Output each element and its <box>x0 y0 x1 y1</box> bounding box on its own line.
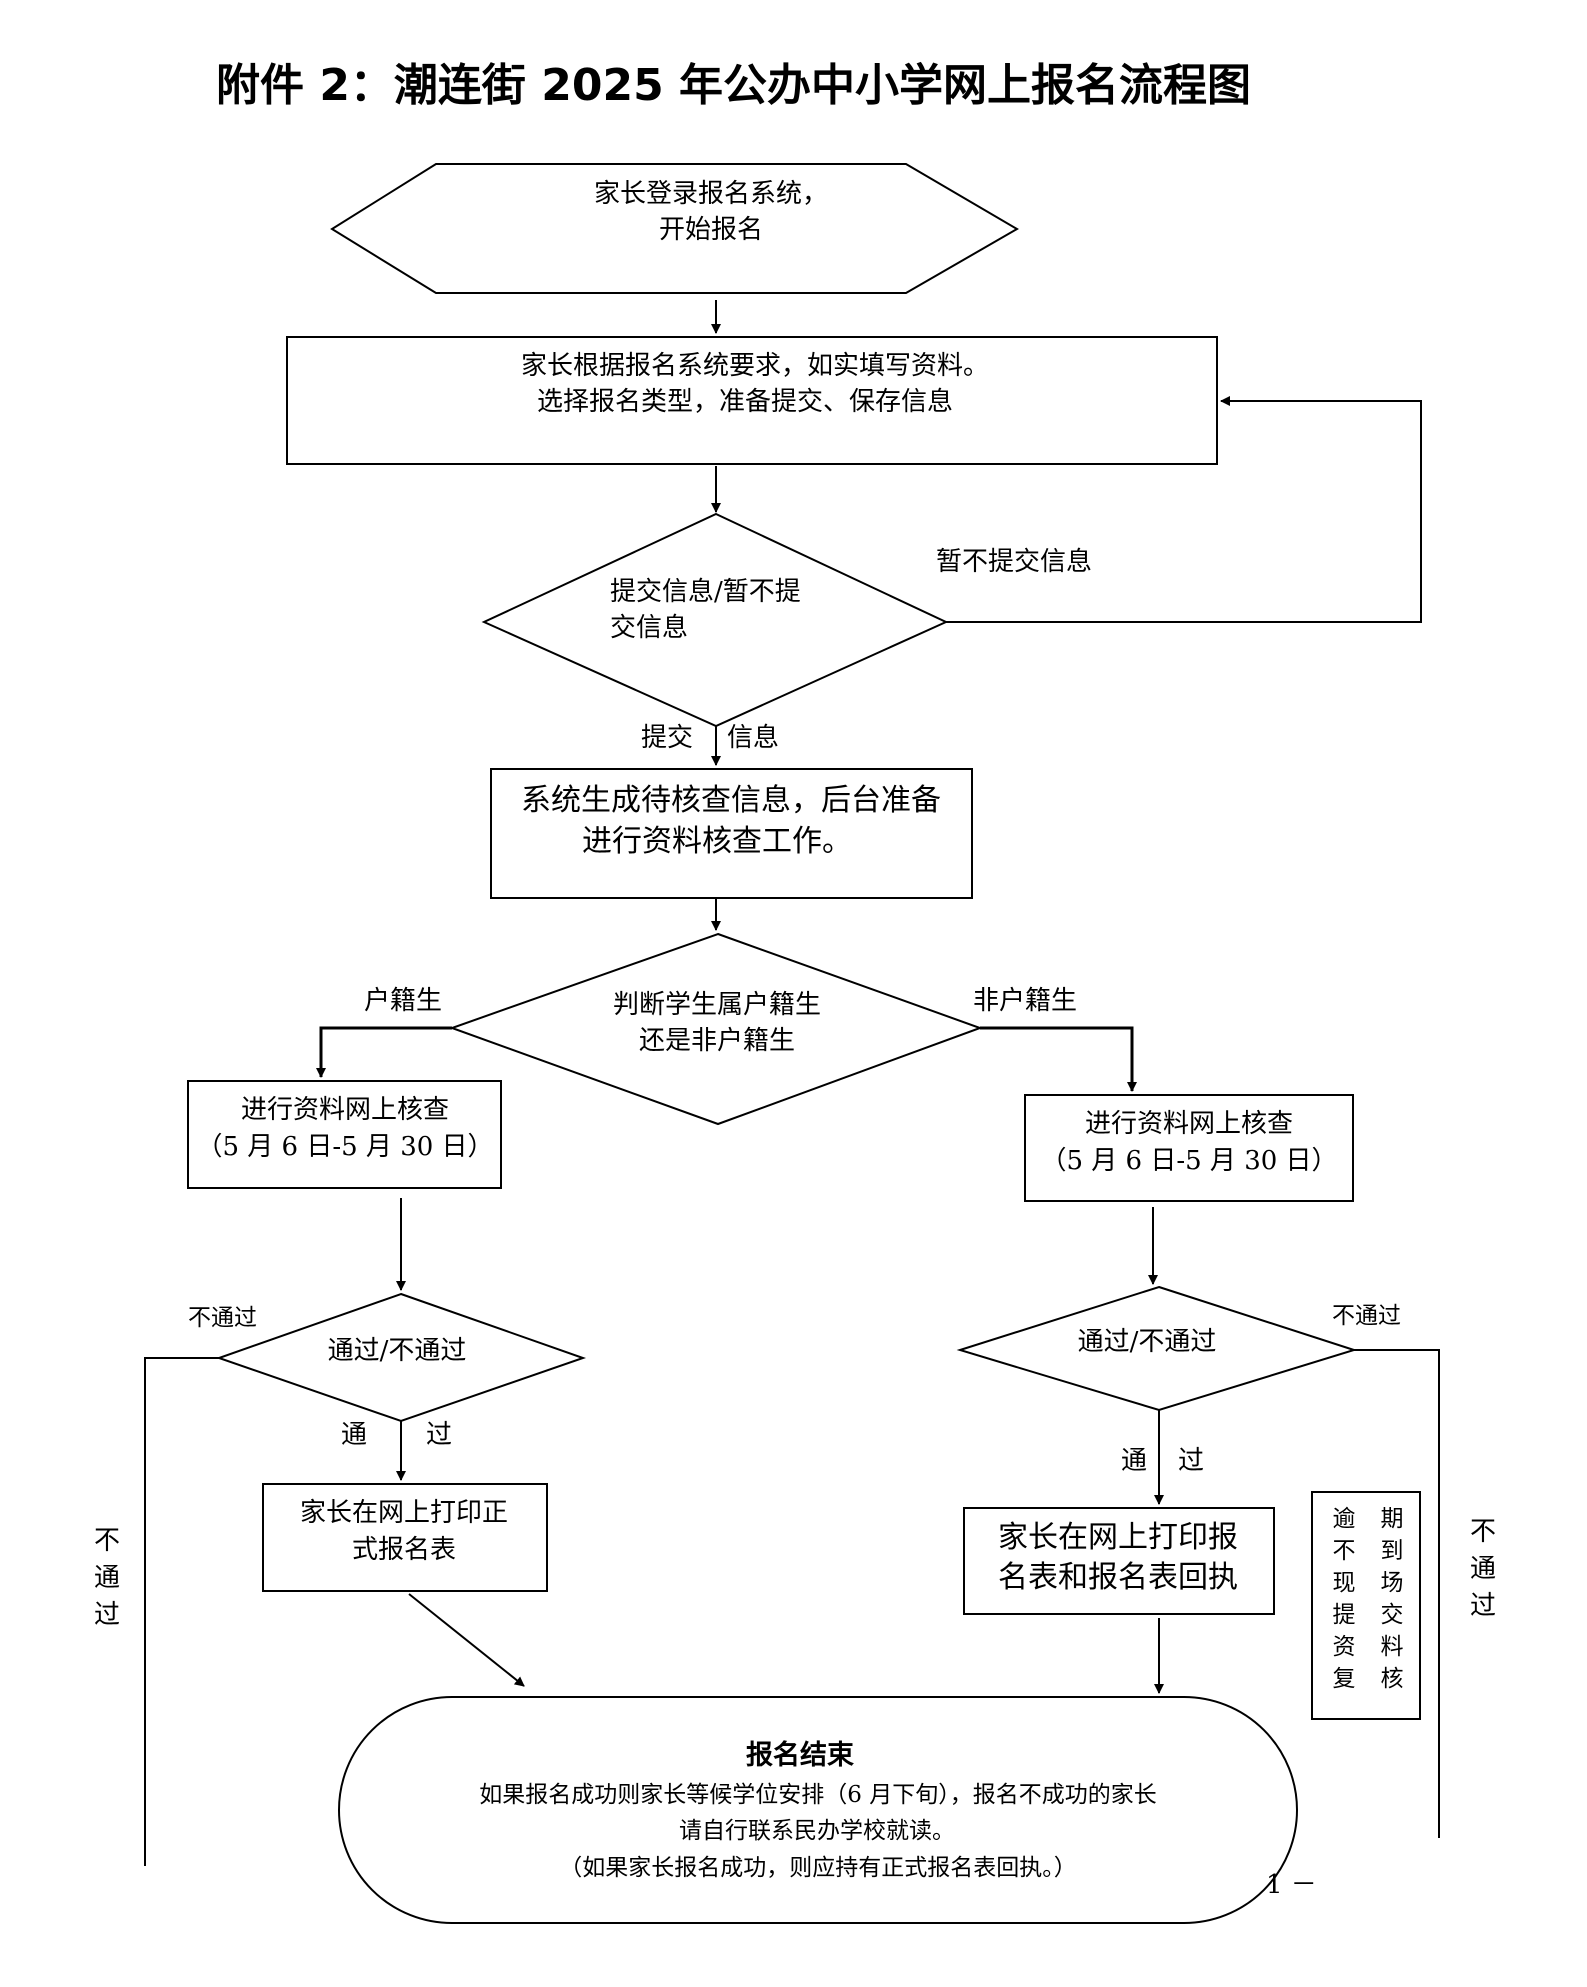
overdue-char-11: 复 <box>1333 1666 1356 1692</box>
page-title: 附件 2：潮连街 2025 年公办中小学网上报名流程图 <box>216 60 1251 111</box>
print-right-line-2: 名表和报名表回执 <box>998 1560 1238 1595</box>
print-left-line-2: 式报名表 <box>352 1535 456 1565</box>
start-line-2: 开始报名 <box>659 215 763 245</box>
arrow-huji-branch <box>316 1026 452 1078</box>
end-line-3: （如果家长报名成功，则应持有正式报名表回执。） <box>559 1855 1077 1881</box>
label-fail-left-small: 不通过 <box>188 1305 257 1331</box>
print-left-box <box>262 1483 548 1592</box>
overdue-char-12: 核 <box>1381 1666 1404 1692</box>
line-fail-left <box>144 1357 219 1866</box>
label-feihuji: 非户籍生 <box>973 986 1077 1016</box>
print-right-box <box>963 1507 1275 1615</box>
overdue-char-8: 交 <box>1381 1602 1404 1628</box>
submit-decision-line-1: 提交信息/暂不提 <box>610 577 801 607</box>
label-huji: 户籍生 <box>364 986 442 1016</box>
generate-line-1: 系统生成待核查信息，后台准备 <box>521 783 941 818</box>
label-pass-left-a: 通 <box>341 1420 367 1450</box>
submit-decision-line-2: 交信息 <box>610 613 688 643</box>
label-fail-right-vert-1: 不 <box>1470 1517 1496 1547</box>
overdue-char-1: 逾 <box>1333 1506 1356 1532</box>
type-decision-line-2: 还是非户籍生 <box>639 1026 795 1056</box>
type-decision-line-1: 判断学生属户籍生 <box>613 990 821 1020</box>
check-right-box <box>1024 1094 1354 1202</box>
overdue-char-6: 场 <box>1381 1570 1404 1596</box>
overdue-box <box>1311 1491 1421 1720</box>
generate-line-2: 进行资料核查工作。 <box>582 824 852 859</box>
print-left-line-1: 家长在网上打印正 <box>300 1498 508 1528</box>
label-pass-right-a: 通 <box>1121 1446 1147 1476</box>
arrow-not-submit-loop <box>946 396 1422 623</box>
submit-decision-diamond <box>481 512 949 728</box>
label-fail-right-vert-3: 过 <box>1470 1591 1496 1621</box>
type-decision-diamond <box>449 932 983 1126</box>
fill-info-box <box>286 336 1218 465</box>
label-pass-right-b: 过 <box>1178 1446 1204 1476</box>
check-right-line-1: 进行资料网上核查 <box>1085 1109 1293 1139</box>
label-fail-left-vert-2: 通 <box>94 1563 120 1593</box>
pass-left-label: 通过/不通过 <box>328 1336 467 1366</box>
check-right-line-2: （5 月 6 日-5 月 30 日） <box>1040 1146 1337 1176</box>
end-terminator <box>338 1696 1298 1924</box>
check-left-line-2: （5 月 6 日-5 月 30 日） <box>196 1132 493 1162</box>
pass-right-label: 通过/不通过 <box>1078 1327 1217 1357</box>
end-line-1: 如果报名成功则家长等候学位安排（6 月下旬），报名不成功的家长 <box>479 1782 1156 1808</box>
arrow-print-left-to-end <box>408 1593 525 1687</box>
label-submit-a: 提交 <box>641 723 693 753</box>
line-fail-right <box>1354 1349 1440 1838</box>
label-pass-left-b: 过 <box>426 1420 452 1450</box>
check-left-box <box>187 1080 502 1189</box>
end-title: 报名结束 <box>746 1739 854 1771</box>
overdue-char-7: 提 <box>1333 1602 1356 1628</box>
fill-line-1: 家长根据报名系统要求，如实填写资料。 <box>521 351 989 381</box>
fill-line-2: 选择报名类型，准备提交、保存信息 <box>537 387 953 417</box>
check-left-line-1: 进行资料网上核查 <box>241 1095 449 1125</box>
overdue-char-4: 到 <box>1381 1538 1404 1564</box>
overdue-char-9: 资 <box>1333 1634 1356 1660</box>
overdue-char-2: 期 <box>1381 1506 1404 1532</box>
overdue-char-5: 现 <box>1333 1570 1356 1596</box>
print-right-line-1: 家长在网上打印报 <box>998 1520 1238 1555</box>
label-fail-right-small: 不通过 <box>1332 1303 1401 1329</box>
generate-info-box <box>490 768 973 899</box>
label-fail-left-vert-1: 不 <box>94 1526 120 1556</box>
arrow-feihuji-branch <box>980 1026 1137 1092</box>
overdue-char-3: 不 <box>1333 1538 1356 1564</box>
overdue-char-10: 料 <box>1381 1634 1404 1660</box>
label-fail-right-vert-2: 通 <box>1470 1554 1496 1584</box>
page-number: 1 － <box>1266 1870 1317 1900</box>
start-hexagon <box>330 163 1019 294</box>
start-line-1: 家长登录报名系统， <box>594 179 828 209</box>
label-not-submit: 暂不提交信息 <box>936 547 1092 577</box>
label-submit-b: 信息 <box>727 723 779 753</box>
label-fail-left-vert-3: 过 <box>94 1600 120 1630</box>
end-line-2: 请自行联系民办学校就读。 <box>679 1818 955 1844</box>
